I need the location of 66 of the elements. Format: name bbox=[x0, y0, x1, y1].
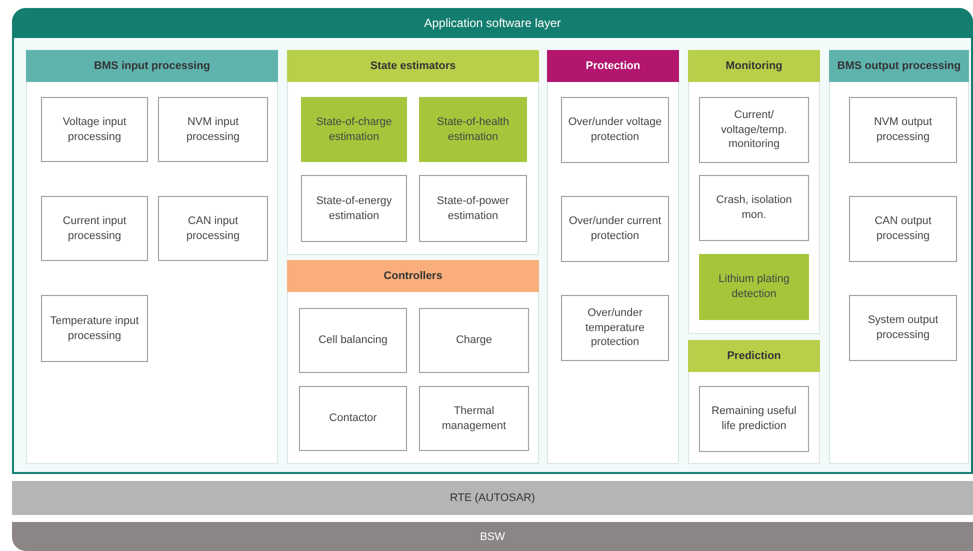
function-label: State-of-power estimation bbox=[436, 194, 510, 224]
group-header: Protection bbox=[547, 50, 679, 82]
highlighted-function-box bbox=[301, 97, 407, 162]
function-box bbox=[299, 386, 407, 451]
highlighted-function-box bbox=[419, 97, 527, 162]
function-box bbox=[849, 295, 957, 361]
function-label: Lithium plating detection bbox=[718, 272, 790, 302]
function-label: Over/under current protection bbox=[568, 214, 662, 244]
function-box bbox=[849, 97, 957, 163]
group-header: Controllers bbox=[287, 260, 539, 292]
function-box bbox=[299, 308, 407, 373]
group-header: BMS input processing bbox=[26, 50, 278, 82]
function-label: Current/ voltage/temp. monitoring bbox=[720, 108, 788, 152]
function-box bbox=[699, 386, 809, 452]
function-label: Cell balancing bbox=[318, 333, 388, 348]
function-box bbox=[301, 175, 407, 242]
software-layer-panel bbox=[12, 8, 973, 474]
function-label: State-of-charge estimation bbox=[315, 114, 393, 144]
function-label: Over/under voltage protection bbox=[568, 115, 662, 145]
function-label: NVM input processing bbox=[185, 114, 241, 144]
layer-bar bbox=[12, 522, 973, 551]
function-box bbox=[158, 196, 268, 261]
function-box bbox=[561, 97, 669, 163]
function-box bbox=[699, 175, 809, 241]
function-label: Voltage input processing bbox=[62, 114, 128, 144]
function-box bbox=[41, 196, 148, 261]
function-label: State-of-health estimation bbox=[436, 114, 510, 144]
function-label: Thermal management bbox=[440, 404, 508, 434]
module-group-panel bbox=[688, 50, 820, 334]
function-label: Charge bbox=[456, 333, 492, 348]
function-label: Contactor bbox=[329, 411, 377, 426]
layer-title: Application software layer bbox=[12, 8, 973, 38]
function-label: Remaining useful life prediction bbox=[710, 404, 798, 434]
module-group-panel bbox=[287, 260, 539, 464]
function-box bbox=[699, 97, 809, 163]
layer-bar bbox=[12, 481, 973, 515]
layer-label: RTE (AUTOSAR) bbox=[450, 492, 536, 504]
function-label: NVM output processing bbox=[872, 115, 934, 145]
function-box bbox=[41, 295, 148, 362]
layer-label: BSW bbox=[480, 530, 506, 542]
group-header: Monitoring bbox=[688, 50, 820, 82]
module-group-panel bbox=[547, 50, 679, 464]
function-label: Temperature input processing bbox=[49, 314, 140, 344]
group-header: State estimators bbox=[287, 50, 539, 82]
group-header: BMS output processing bbox=[829, 50, 969, 82]
highlighted-function-box bbox=[699, 254, 809, 320]
function-label: Current input processing bbox=[62, 214, 128, 244]
module-group-panel bbox=[829, 50, 969, 464]
function-label: Crash, isolation mon. bbox=[715, 193, 793, 223]
module-group-panel bbox=[26, 50, 278, 464]
function-box bbox=[561, 196, 669, 262]
module-group-panel bbox=[287, 50, 539, 255]
function-box bbox=[419, 308, 529, 373]
function-label: CAN input processing bbox=[185, 214, 241, 244]
function-box bbox=[419, 175, 527, 242]
module-group-panel bbox=[688, 340, 820, 464]
function-label: State-of-energy estimation bbox=[315, 194, 393, 224]
group-header: Prediction bbox=[688, 340, 820, 372]
function-box bbox=[419, 386, 529, 451]
function-box bbox=[41, 97, 148, 162]
function-box bbox=[849, 196, 957, 262]
function-label: System output processing bbox=[866, 313, 940, 343]
function-label: Over/under temperature protection bbox=[584, 306, 646, 350]
function-box bbox=[561, 295, 669, 361]
function-label: CAN output processing bbox=[874, 214, 932, 244]
function-box bbox=[158, 97, 268, 162]
